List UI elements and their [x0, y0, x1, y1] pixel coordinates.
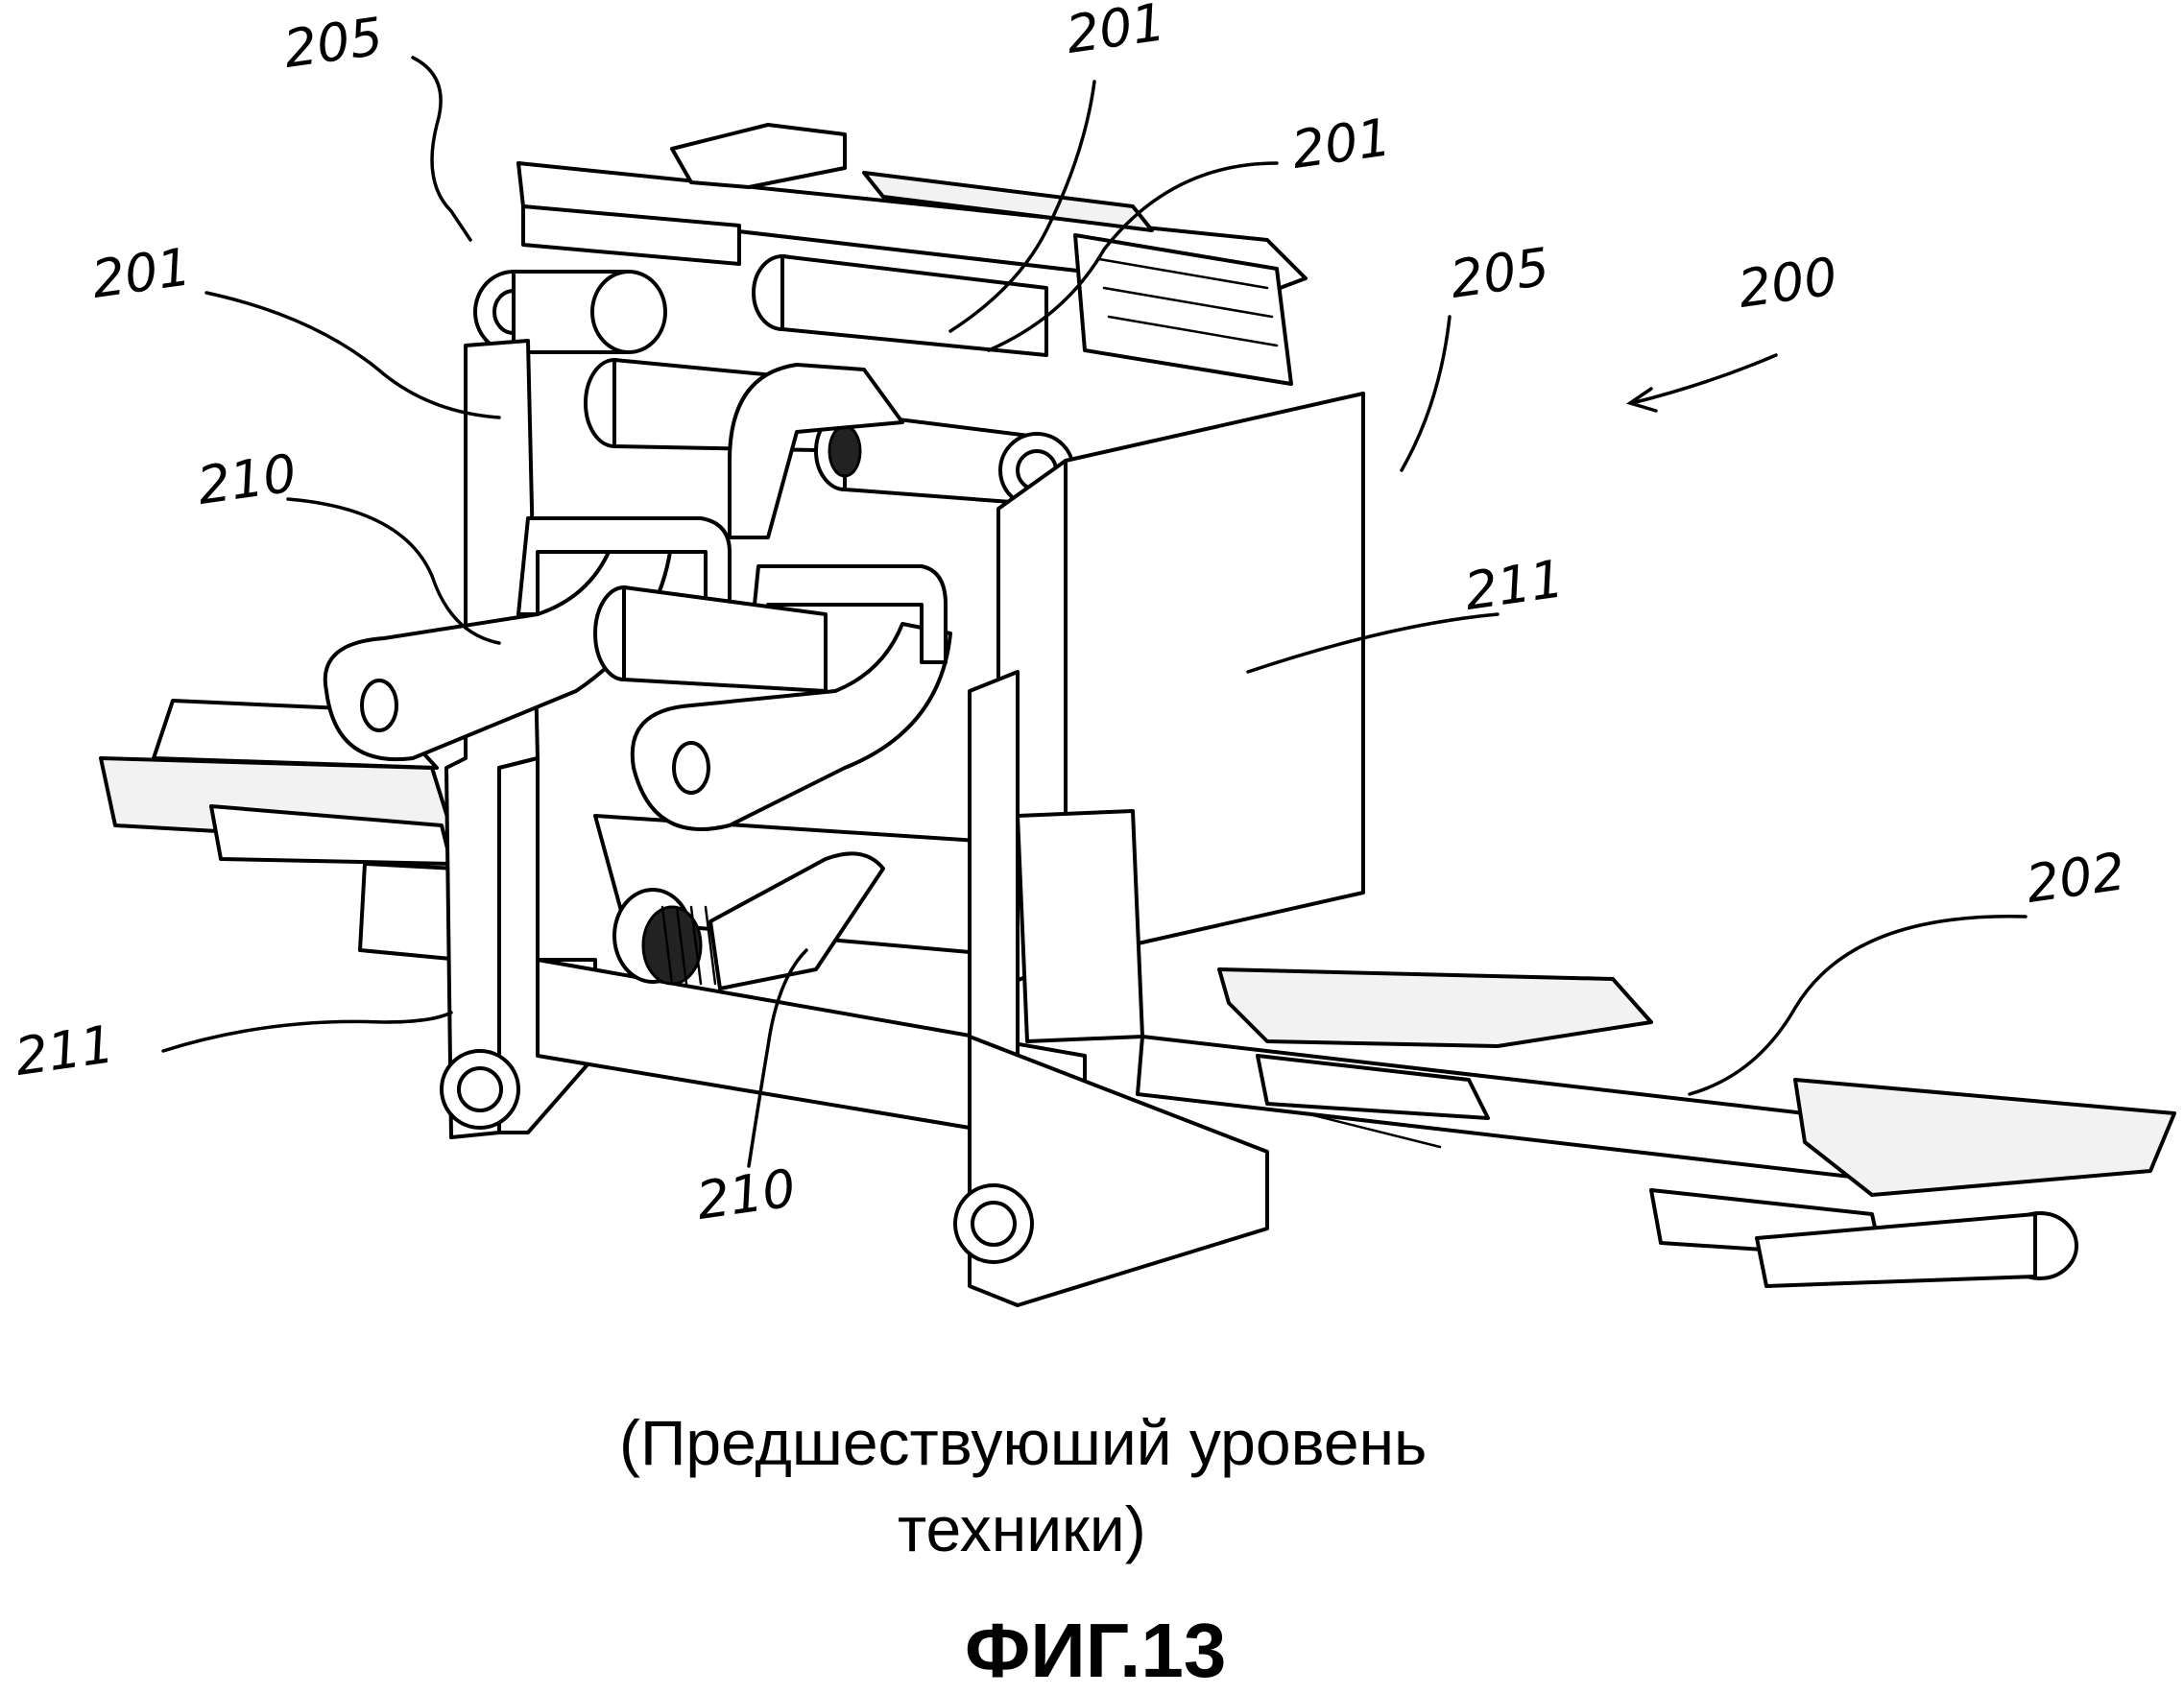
ref-202: 202 — [2022, 841, 2129, 915]
levers-210 — [323, 363, 952, 831]
ref-205-right: 205 — [1446, 236, 1553, 310]
ref-211-left: 211 — [11, 1014, 118, 1087]
ref-210-left: 210 — [193, 442, 300, 516]
ref-200: 200 — [1734, 246, 1841, 320]
spring — [612, 851, 885, 990]
bar-202 — [1136, 967, 2176, 1288]
rollers-201 — [473, 254, 1075, 509]
ref-201-mid: 201 — [1287, 107, 1395, 180]
caption-line-1: (Предшествуюший уровень — [619, 1407, 1428, 1478]
rear-housing — [516, 123, 1308, 386]
figure-number: ФИГ.13 — [965, 1608, 1227, 1693]
side-frame-211-right — [953, 392, 1365, 1307]
ref-211-right: 211 — [1460, 548, 1568, 622]
ref-201-top: 201 — [1062, 0, 1169, 65]
caption-line-2: техники) — [898, 1493, 1146, 1564]
ref-210-bottom: 210 — [692, 1157, 800, 1231]
ref-201-left: 201 — [87, 236, 195, 310]
leader-lines — [161, 56, 2028, 1168]
ref-205-top: 205 — [279, 6, 387, 80]
